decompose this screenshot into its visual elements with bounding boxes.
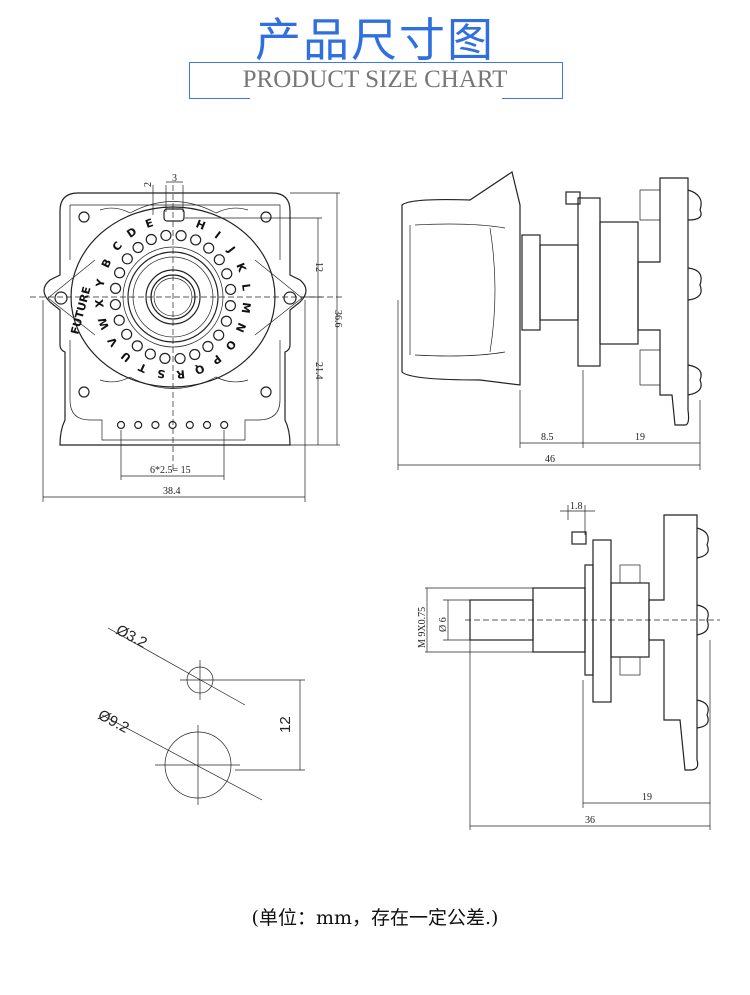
contact-dot xyxy=(131,340,143,352)
pin-hole xyxy=(134,420,143,430)
dial-letter: Q xyxy=(193,362,206,378)
contact-dot xyxy=(159,352,171,364)
dial-letter: L xyxy=(239,283,253,292)
pin-hole xyxy=(220,420,229,430)
contact-dot xyxy=(203,242,215,254)
pin-hole xyxy=(202,420,212,430)
dim-12: 12 xyxy=(313,262,324,272)
contact-dot xyxy=(224,283,237,296)
dial-letter: P xyxy=(210,352,224,367)
contact-dot xyxy=(160,229,172,242)
contact-dot xyxy=(121,253,133,265)
contact-dot xyxy=(145,233,157,246)
dial-letter: E xyxy=(144,216,155,231)
dim-2: 2 xyxy=(143,182,154,187)
dim-36: 36 xyxy=(585,815,595,826)
side-view-knob: 8.5 19 46 xyxy=(397,171,702,470)
pin-hole xyxy=(185,420,194,430)
pin-hole xyxy=(151,420,160,430)
dim-38-4: 38.4 xyxy=(163,486,181,497)
dial-letter: B xyxy=(99,257,114,270)
panel-hole-layout: Ø3.2 Ø9.2 12 xyxy=(95,622,305,805)
pin-holes xyxy=(116,420,229,430)
dim-thread: M 9X0.75 xyxy=(417,607,428,648)
dial-letter: H xyxy=(194,217,207,233)
dial-letter: S xyxy=(156,366,166,380)
dial-letter: Y xyxy=(93,277,108,289)
contact-dot xyxy=(213,329,225,341)
dim-1-8: 1.8 xyxy=(570,501,583,512)
contact-dot xyxy=(224,300,237,312)
contact-dot xyxy=(213,254,225,266)
dial-letter: X xyxy=(93,298,107,308)
pin-hole xyxy=(116,420,126,430)
dim-pin-pitch: 6*2.5= 15 xyxy=(150,465,191,476)
dim-3: 3 xyxy=(172,173,177,184)
dim-side-19: 19 xyxy=(635,432,645,443)
contact-dot xyxy=(109,298,122,311)
contact-dot xyxy=(202,340,214,353)
page-title: 产品尺寸图 xyxy=(255,13,495,67)
dial-letter: N xyxy=(233,321,249,335)
contact-dot xyxy=(175,230,187,242)
dim-dia-6: Ø 6 xyxy=(438,617,449,632)
contact-dot xyxy=(220,315,232,327)
dim-8-5: 8.5 xyxy=(541,432,554,443)
large-hole-diameter: Ø9.2 xyxy=(95,707,132,737)
contact-dot xyxy=(174,352,186,365)
dial-letter: R xyxy=(175,367,185,381)
contact-dot xyxy=(221,268,233,280)
small-hole-diameter: Ø3.2 xyxy=(113,622,150,652)
contact-dot xyxy=(109,282,122,294)
dial-letter: O xyxy=(223,337,239,352)
dial-letter: D xyxy=(124,225,139,241)
contact-dot xyxy=(132,241,144,254)
dial-letter: W xyxy=(96,316,112,332)
contact-dot xyxy=(113,314,125,326)
unit-note: (单位：mm，存在一定公差.) xyxy=(251,907,499,929)
contact-dot xyxy=(121,328,133,340)
contact-dots xyxy=(109,229,237,365)
dial-letter: V xyxy=(105,334,121,349)
dim-46: 46 xyxy=(545,454,555,465)
contact-dot xyxy=(144,348,156,360)
dial-letter: C xyxy=(110,239,125,254)
dial-letter: J xyxy=(224,243,237,255)
contact-dot xyxy=(114,267,126,279)
contact-dot xyxy=(190,234,202,246)
dial-letter: U xyxy=(119,349,134,365)
page-subtitle: PRODUCT SIZE CHART xyxy=(242,66,508,93)
dial-letter: K xyxy=(233,261,248,274)
dim-21-4: 21.4 xyxy=(313,362,324,380)
contact-dot xyxy=(189,348,201,361)
pin-hole xyxy=(168,420,177,430)
subtitle-frame xyxy=(189,62,563,99)
dial-letter: T xyxy=(136,360,149,375)
dim-36-6: 36.6 xyxy=(332,310,343,328)
dim-shaft-19: 19 xyxy=(642,792,652,803)
dial-letter: I xyxy=(212,229,223,242)
dial-letter: M xyxy=(239,301,253,314)
side-view-shaft: 1.8 M 9X0.75 Ø 6 19 36 xyxy=(417,501,720,830)
hole-spacing: 12 xyxy=(277,716,294,733)
